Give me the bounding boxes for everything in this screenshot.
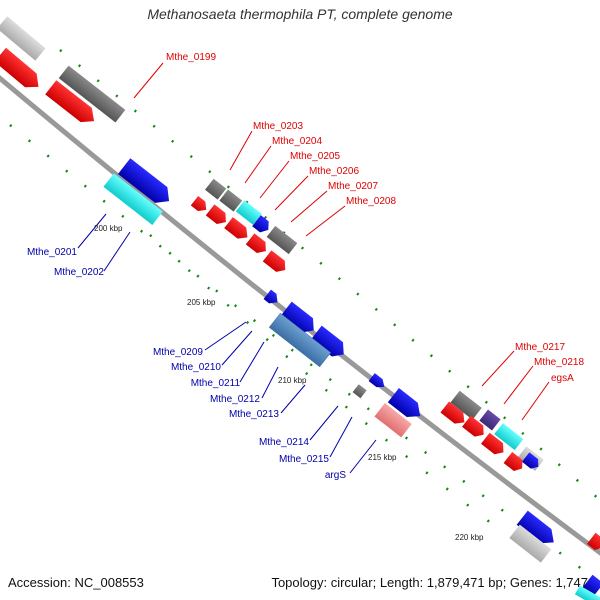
accession-text: Accession: NC_008553: [8, 575, 144, 590]
leader-mthe-0209: [204, 321, 247, 351]
label-egsa: egsA: [551, 373, 574, 384]
leader-mthe-0211: [239, 341, 265, 383]
label-mthe-0211: Mthe_0211: [191, 378, 241, 389]
tick-row-outer: [59, 49, 600, 501]
label-mthe-0214: Mthe_0214: [259, 437, 309, 448]
label-mthe-0215: Mthe_0215: [279, 454, 329, 465]
gene-cyan-egsa: [494, 423, 524, 451]
label-mthe-0201: Mthe_0201: [27, 247, 77, 258]
label-mthe-0207: Mthe_0207: [328, 181, 378, 192]
gene-blue-mthe-0211: [310, 325, 344, 357]
gene-light-gray: [0, 16, 46, 61]
gene-cyan-edge: [574, 585, 600, 600]
label-mthe-0208: Mthe_0208: [346, 196, 396, 207]
leader-mthe-0218: [503, 365, 534, 405]
leader-mthe-0203: [229, 130, 253, 171]
label-mthe-0210: Mthe_0210: [171, 362, 221, 373]
scale-labels: 200 kbp 205 kbp 210 kbp 215 kbp 220 kbp: [94, 224, 484, 542]
gene-blue-mthe-0215: [368, 373, 385, 388]
gene-gray-mthe-0203: [205, 178, 227, 200]
leader-mthe-0201: [77, 213, 107, 249]
gene-gray-mthe-0214: [352, 384, 367, 399]
gene-blue-forward: [522, 452, 539, 469]
gene-red-forward: [224, 217, 248, 239]
label-mthe-0206: Mthe_0206: [309, 166, 359, 177]
gene-light-gray: [509, 524, 552, 563]
gene-cyan-mthe-0205: [235, 200, 262, 225]
scale-label-205: 205 kbp: [187, 298, 216, 307]
scale-label-210: 210 kbp: [278, 376, 307, 385]
label-mthe-0202: Mthe_0202: [54, 267, 104, 278]
leader-mthe-0205: [259, 160, 290, 199]
leader-mthe-0206: [274, 175, 309, 211]
scale-label-200: 200 kbp: [94, 224, 123, 233]
gene-blue-mthe-0209: [263, 289, 278, 304]
leader-lines-blue: [77, 213, 377, 474]
gene-red-forward: [190, 195, 207, 211]
gene-red-forward: [45, 80, 95, 123]
gene-blue-forward: [387, 388, 421, 418]
leader-mthe-0199: [133, 62, 164, 99]
leader-mthe-0212: [261, 366, 279, 399]
genes-mthe-0214-args: [352, 373, 421, 438]
genes-mthe-0209-0213: [263, 289, 344, 368]
gene-red-forward: [262, 250, 286, 272]
scale-label-215: 215 kbp: [368, 453, 397, 462]
label-mthe-0218: Mthe_0218: [534, 357, 584, 368]
gene-blue-forward: [516, 510, 554, 544]
label-mthe-0209: Mthe_0209: [153, 347, 203, 358]
leader-mthe-0210: [221, 330, 253, 366]
gene-red-forward: [0, 47, 39, 88]
gene-pink-args: [374, 403, 412, 438]
leader-mthe-0204: [244, 145, 272, 184]
gene-red-forward: [586, 532, 600, 550]
gene-labels-blue: Mthe_0201 Mthe_0202 Mthe_0209 Mthe_0210 …: [27, 247, 346, 481]
gene-red-forward: [503, 451, 523, 471]
genes-lower-right: [509, 510, 600, 600]
label-mthe-0217: Mthe_0217: [515, 342, 565, 353]
leader-args: [349, 439, 377, 474]
gene-gray-mthe-0217: [450, 390, 482, 420]
genes-mthe-0203-0208: [190, 178, 298, 272]
gene-red-forward: [462, 415, 484, 437]
label-mthe-0212: Mthe_0212: [210, 394, 260, 405]
label-args: argS: [325, 470, 346, 481]
genes-mthe-0199-region: [0, 16, 126, 123]
genome-summary-text: Topology: circular; Length: 1,879,471 bp…: [271, 575, 588, 590]
gene-gray-mthe-0199: [58, 65, 126, 123]
leader-lines-red: [133, 62, 550, 421]
gene-red-forward: [440, 401, 465, 424]
gene-red-forward: [205, 204, 226, 224]
gene-cyan-mthe-0202: [103, 173, 163, 225]
gene-purple-mthe-0218: [479, 409, 501, 431]
leader-mthe-0214: [309, 405, 339, 441]
gene-gray-mthe-0204: [219, 189, 243, 212]
leader-mthe-0217: [481, 350, 515, 387]
leader-mthe-0208: [305, 205, 346, 237]
gene-blue-mthe-0201: [118, 158, 170, 203]
leader-mthe-0215: [329, 416, 353, 458]
gene-blue-mthe-0210: [280, 301, 314, 333]
leader-egsa: [521, 381, 550, 421]
map-title: Methanosaeta thermophila PT, complete ge…: [147, 6, 453, 22]
label-mthe-0205: Mthe_0205: [290, 151, 340, 162]
gene-steel-mthe-0212: [268, 312, 332, 368]
gene-gray-mthe-0207: [266, 225, 298, 255]
gene-labels-red: Mthe_0199 Mthe_0203 Mthe_0204 Mthe_0205 …: [166, 52, 584, 384]
leader-mthe-0207: [290, 190, 328, 223]
genes-mthe-0217-egsa: [440, 390, 544, 471]
gene-red-forward: [245, 233, 266, 253]
leader-mthe-0213: [280, 384, 306, 414]
gene-blue-mthe-0206: [252, 215, 269, 233]
label-mthe-0213: Mthe_0213: [229, 409, 279, 420]
genes-mthe-0201-0202: [103, 158, 170, 225]
scale-label-220: 220 kbp: [455, 533, 484, 542]
label-mthe-0203: Mthe_0203: [253, 121, 303, 132]
gene-red-forward: [481, 432, 504, 455]
leader-mthe-0202: [103, 231, 131, 272]
label-mthe-0199: Mthe_0199: [166, 52, 216, 63]
label-mthe-0204: Mthe_0204: [272, 136, 322, 147]
